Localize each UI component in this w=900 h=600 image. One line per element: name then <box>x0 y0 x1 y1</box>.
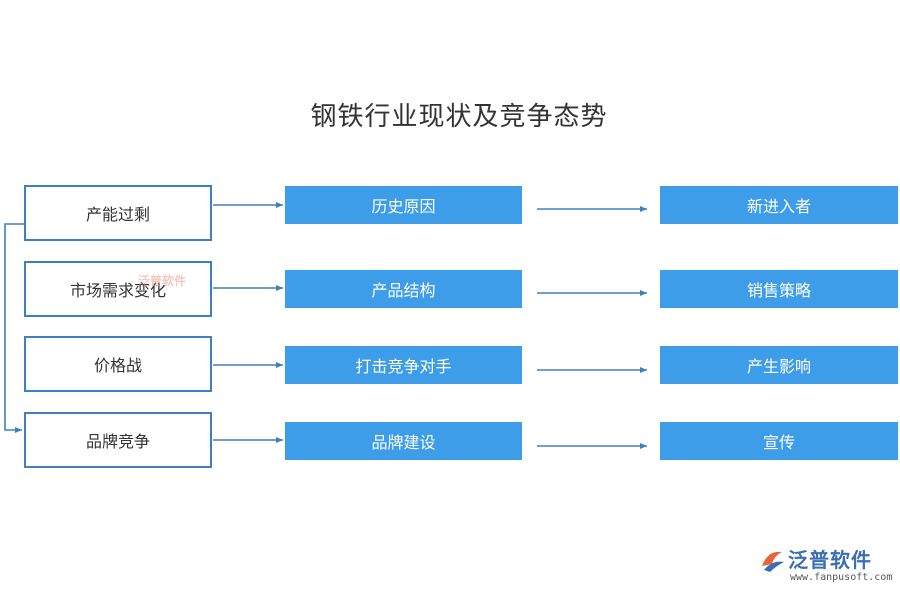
left-box-demand-change: 市场需求变化 <box>24 261 212 317</box>
right-box-impact: 产生影响 <box>660 346 898 384</box>
right-box-publicity: 宣传 <box>660 422 898 460</box>
bracket-connector <box>4 223 24 433</box>
left-box-price-war: 价格战 <box>24 336 212 392</box>
logo-name: 泛普软件 <box>788 548 872 572</box>
middle-box-product-structure: 产品结构 <box>285 270 522 308</box>
left-box-brand-competition: 品牌竞争 <box>24 412 212 468</box>
fanpu-logo-icon <box>762 551 784 572</box>
middle-box-strike-competitor: 打击竞争对手 <box>285 346 522 384</box>
right-box-sales-strategy: 销售策略 <box>660 270 898 308</box>
middle-box-history: 历史原因 <box>285 186 522 224</box>
diagram-title: 钢铁行业现状及竞争态势 <box>310 102 608 132</box>
logo-url: www.fanpusoft.com <box>790 572 893 583</box>
faint-watermark: 泛普软件 <box>138 274 187 288</box>
right-box-new-entrants: 新进入者 <box>660 186 898 224</box>
left-box-overcapacity: 产能过剩 <box>24 185 212 241</box>
middle-box-brand-building: 品牌建设 <box>285 422 522 460</box>
fanpu-logo: 泛普软件 www.fanpusoft.com <box>758 546 892 592</box>
